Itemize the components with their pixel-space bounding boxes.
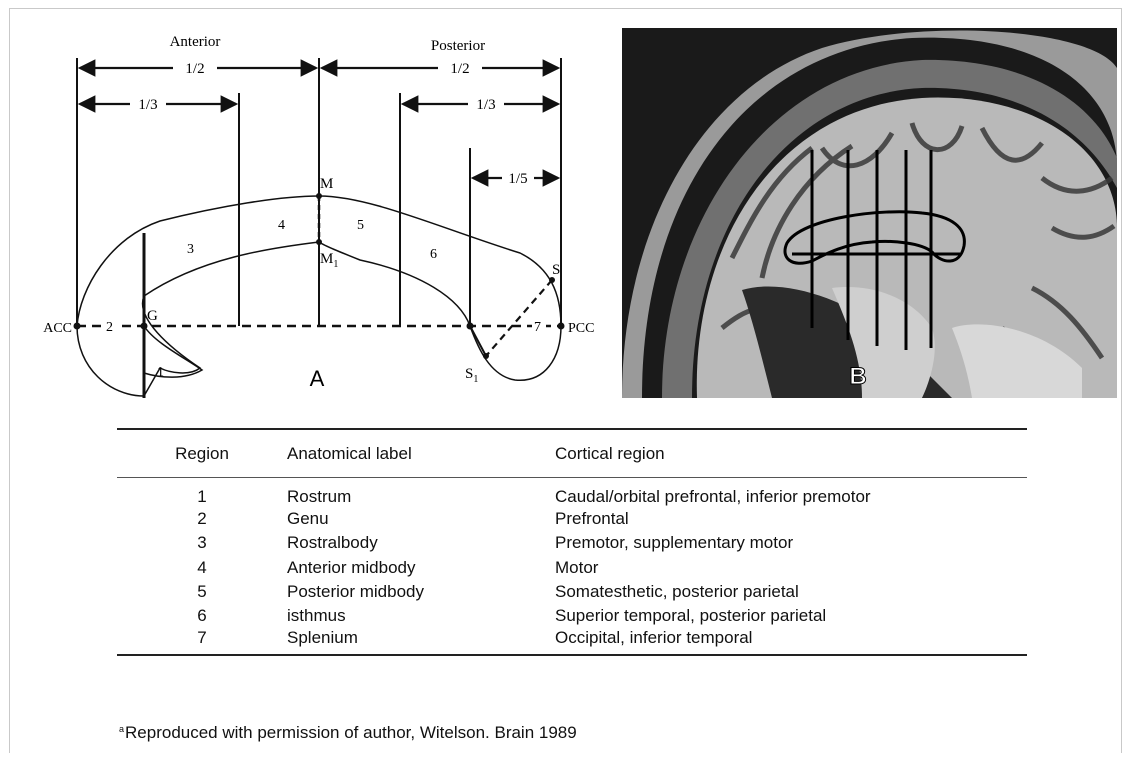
s1-label: S1 <box>465 366 478 385</box>
cell-region: 7 <box>117 628 287 655</box>
region-number-2: 2 <box>106 320 113 335</box>
cell-cortical-region: Somatesthetic, posterior parietal <box>555 580 1027 604</box>
table-row: 4 Anterior midbody Motor <box>117 556 1027 580</box>
region-number-5: 5 <box>357 218 364 233</box>
cell-region: 2 <box>117 507 287 531</box>
cell-cortical-region: Superior temporal, posterior parietal <box>555 604 1027 628</box>
cell-cortical-region: Motor <box>555 556 1027 580</box>
cell-region: 3 <box>117 531 287 555</box>
cell-cortical-region: Occipital, inferior temporal <box>555 628 1027 655</box>
pcc-label: PCC <box>568 321 594 336</box>
half-right-label: 1/2 <box>450 61 469 77</box>
footnote-marker: a <box>119 724 124 734</box>
region-number-1: 1 <box>157 365 164 380</box>
mri-sagittal-image: B <box>622 28 1117 398</box>
cell-cortical-region: Caudal/orbital prefrontal, inferior prem… <box>555 478 1027 508</box>
point-m <box>316 193 322 199</box>
s-label: S <box>552 262 560 278</box>
cell-anatomical-label: Rostralbody <box>287 531 555 555</box>
regions-table: Region Anatomical label Cortical region … <box>117 428 1027 656</box>
table-row: 5 Posterior midbody Somatesthetic, poste… <box>117 580 1027 604</box>
region-number-3: 3 <box>187 242 194 257</box>
cell-anatomical-label: Splenium <box>287 628 555 655</box>
table-row: 1 Rostrum Caudal/orbital prefrontal, inf… <box>117 478 1027 508</box>
cell-anatomical-label: Posterior midbody <box>287 580 555 604</box>
cell-region: 4 <box>117 556 287 580</box>
m1-label: M1 <box>320 251 338 270</box>
table-row: 7 Splenium Occipital, inferior temporal <box>117 628 1027 655</box>
point-acc <box>74 323 81 330</box>
table-row: 3 Rostralbody Premotor, supplementary mo… <box>117 531 1027 555</box>
header-region: Region <box>117 429 287 478</box>
cell-anatomical-label: Anterior midbody <box>287 556 555 580</box>
cell-cortical-region: Premotor, supplementary motor <box>555 531 1027 555</box>
corpus-callosum-diagram: Anterior Posterior 1/2 1/2 1/3 1/3 1/5 A… <box>20 28 600 408</box>
rostrum-outline <box>144 326 202 377</box>
point-pcc <box>558 323 565 330</box>
table-row: 2 Genu Prefrontal <box>117 507 1027 531</box>
acc-label: ACC <box>43 321 72 336</box>
cell-cortical-region: Prefrontal <box>555 507 1027 531</box>
anterior-header: Anterior <box>170 34 221 50</box>
table-row: 6 isthmus Superior temporal, posterior p… <box>117 604 1027 628</box>
posterior-header: Posterior <box>431 38 485 54</box>
cell-region: 6 <box>117 604 287 628</box>
cell-anatomical-label: Rostrum <box>287 478 555 508</box>
g-label: G <box>147 308 158 324</box>
region-number-4: 4 <box>278 218 285 233</box>
cell-region: 5 <box>117 580 287 604</box>
third-right-label: 1/3 <box>476 97 495 113</box>
cell-region: 1 <box>117 478 287 508</box>
cell-anatomical-label: Genu <box>287 507 555 531</box>
footnote: aReproduced with permission of author, W… <box>119 723 577 743</box>
point-s1 <box>483 353 489 359</box>
header-anatomical-label: Anatomical label <box>287 429 555 478</box>
panel-label-b: B <box>849 363 866 390</box>
third-left-label: 1/3 <box>138 97 157 113</box>
footnote-text: Reproduced with permission of author, Wi… <box>125 723 577 742</box>
m-label: M <box>320 176 333 192</box>
panel-label-a: A <box>310 366 325 391</box>
region-number-6: 6 <box>430 247 437 262</box>
half-left-label: 1/2 <box>185 61 204 77</box>
fifth-label: 1/5 <box>508 171 527 187</box>
region-number-7: 7 <box>534 320 541 335</box>
regions-table-wrapper: Region Anatomical label Cortical region … <box>117 428 1027 656</box>
point-m1 <box>316 239 322 245</box>
table-header-row: Region Anatomical label Cortical region <box>117 429 1027 478</box>
header-cortical-region: Cortical region <box>555 429 1027 478</box>
s1-baseline-connector <box>470 326 486 356</box>
cell-anatomical-label: isthmus <box>287 604 555 628</box>
